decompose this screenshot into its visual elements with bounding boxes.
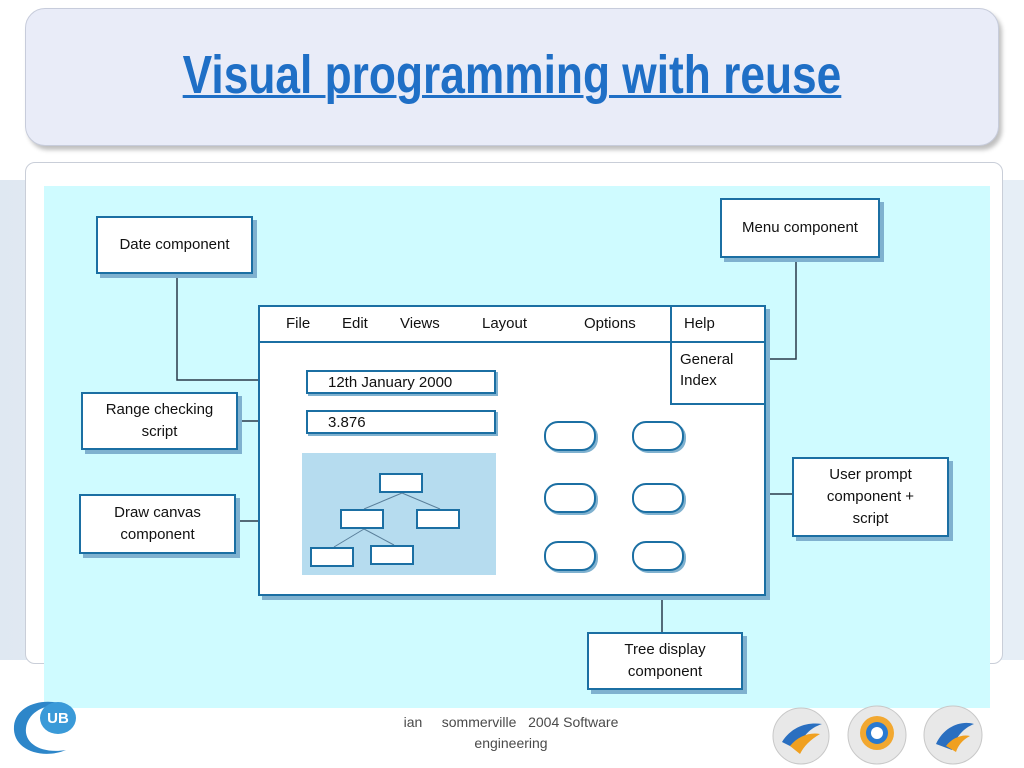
menu-file: File <box>286 315 311 332</box>
tree-links <box>333 492 441 548</box>
footer-credit: ian sommerville 2004 Software engineerin… <box>380 712 642 754</box>
menu-component-callout: Menu component <box>720 198 880 258</box>
help-menu-area: Help General Index <box>670 307 766 405</box>
tree-display-component-callout: Tree display component <box>587 632 743 690</box>
slide-title: Visual programming with reuse <box>182 45 842 105</box>
prompt-button <box>632 421 684 451</box>
prompt-button <box>544 483 596 513</box>
menu-layout: Layout <box>482 315 528 332</box>
help-dropdown: General Index <box>680 349 764 391</box>
user-prompt-component-callout: User prompt component + script <box>792 457 949 537</box>
prompt-button-highlighted <box>632 483 684 513</box>
tree-node-root <box>379 473 423 493</box>
date-component-callout: Date component <box>96 216 253 274</box>
tree-node-left <box>340 509 384 529</box>
menu-edit: Edit <box>342 315 368 332</box>
date-field: 12th January 2000 <box>306 370 496 394</box>
draw-canvas <box>302 453 496 575</box>
range-checking-script-callout: Range checking script <box>81 392 238 450</box>
number-field: 3.876 <box>306 410 496 434</box>
c-logo-icon <box>847 705 907 765</box>
help-item-index: Index <box>680 372 717 389</box>
prompt-button <box>544 421 596 451</box>
app-window-mock: File Edit Views Layout Options Help Gene… <box>258 305 766 596</box>
informatika-logo-icon <box>772 707 830 765</box>
footer-line-1: ian sommerville 2004 Software <box>403 714 619 730</box>
footer-line-2: engineering <box>474 735 548 751</box>
title-panel <box>25 8 999 146</box>
menubar: File Edit Views Layout Options <box>260 307 764 343</box>
help-item-general: General <box>680 351 734 368</box>
menu-help: Help <box>684 315 715 332</box>
prompt-button <box>632 541 684 571</box>
tree-node-left-left <box>310 547 354 567</box>
tree-node-left-right <box>370 545 414 565</box>
tree-node-right <box>416 509 460 529</box>
sistem-informasi-logo-icon <box>923 705 983 765</box>
svg-text:UB: UB <box>47 710 69 727</box>
draw-canvas-component-callout: Draw canvas component <box>79 494 236 554</box>
prompt-button <box>544 541 596 571</box>
menu-options: Options <box>584 315 636 332</box>
ub-logo-icon: UB <box>13 701 76 754</box>
menu-views: Views <box>400 315 440 332</box>
